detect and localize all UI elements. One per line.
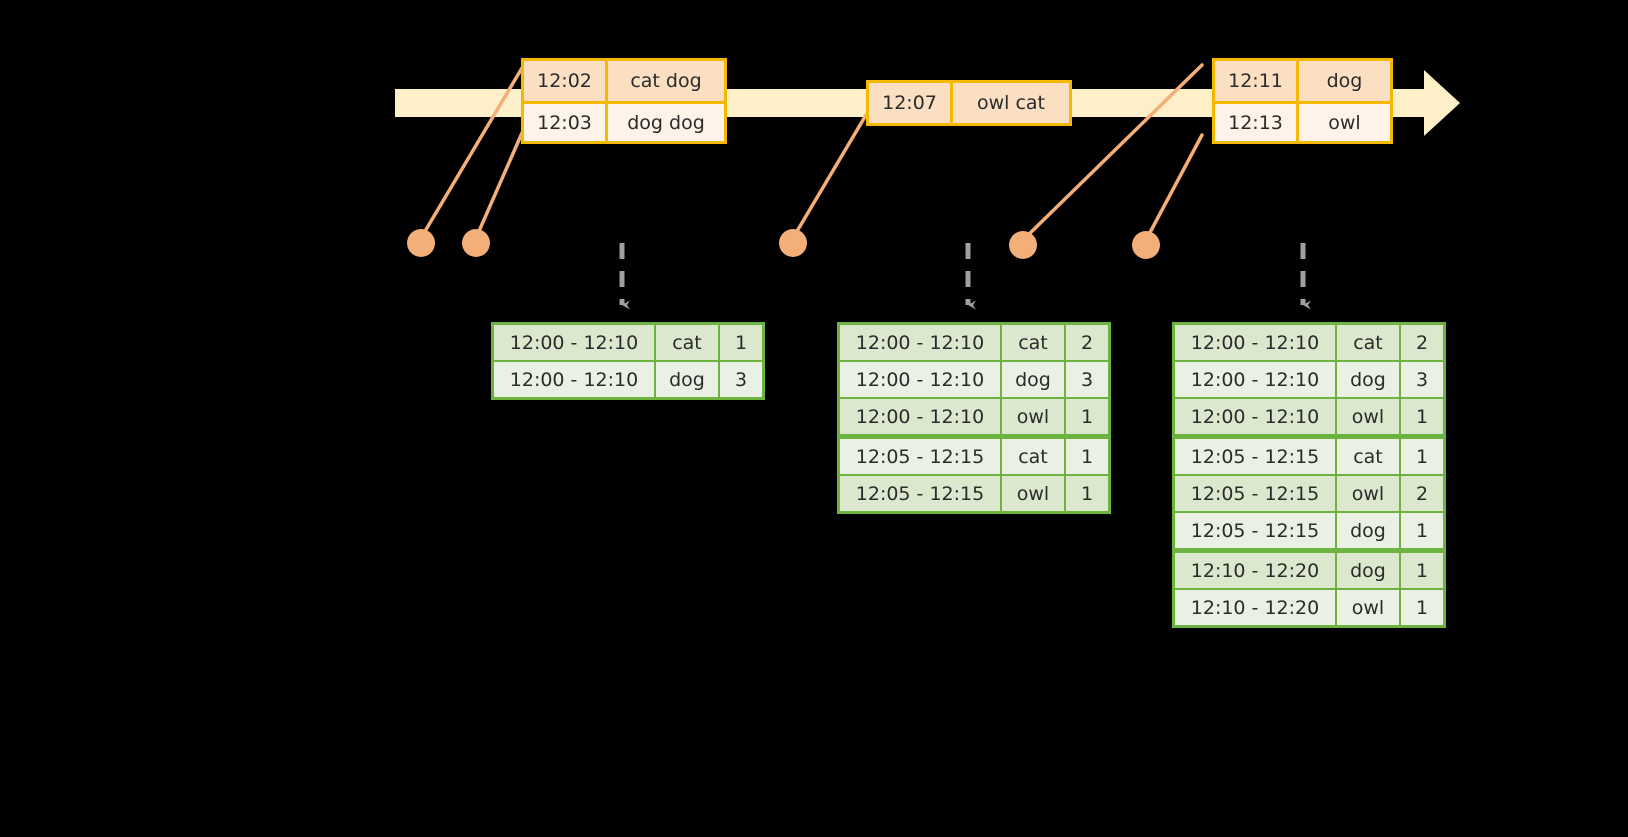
event-time: 12:11 xyxy=(1215,61,1299,101)
word-cell: owl xyxy=(1337,590,1399,625)
event-words: dog xyxy=(1299,61,1390,101)
count-cell: 1 xyxy=(1401,590,1443,625)
word-cell: cat xyxy=(1002,325,1064,360)
word-cell: cat xyxy=(656,325,718,360)
window-cell: 12:00 - 12:10 xyxy=(494,325,654,360)
event-dot-5 xyxy=(1132,231,1160,259)
count-cell: 3 xyxy=(1066,362,1108,397)
word-cell: dog xyxy=(656,362,718,397)
event-row[interactable]: 12:02 cat dog xyxy=(524,61,724,101)
count-cell: 1 xyxy=(1401,513,1443,548)
count-cell: 3 xyxy=(1401,362,1443,397)
count-cell: 3 xyxy=(720,362,762,397)
emit-arrows xyxy=(619,243,1311,310)
count-cell: 2 xyxy=(1066,325,1108,360)
event-box-3[interactable]: 12:11 dog 12:13 owl xyxy=(1212,58,1393,144)
window-cell: 12:05 - 12:15 xyxy=(1175,513,1335,548)
window-cell: 12:00 - 12:10 xyxy=(494,362,654,397)
window-cell: 12:05 - 12:15 xyxy=(840,439,1000,474)
word-cell: cat xyxy=(1002,439,1064,474)
window-cell: 12:00 - 12:10 xyxy=(1175,362,1335,397)
event-time: 12:07 xyxy=(869,83,953,123)
event-row[interactable]: 12:07 owl cat xyxy=(869,83,1069,123)
event-box-1[interactable]: 12:02 cat dog 12:03 dog dog xyxy=(521,58,727,144)
event-box-2[interactable]: 12:07 owl cat xyxy=(866,80,1072,126)
window-cell: 12:10 - 12:20 xyxy=(1175,553,1335,588)
word-cell: dog xyxy=(1337,513,1399,548)
window-cell: 12:00 - 12:10 xyxy=(840,399,1000,434)
window-cell: 12:05 - 12:15 xyxy=(1175,476,1335,511)
event-dots xyxy=(407,229,1160,259)
event-row[interactable]: 12:03 dog dog xyxy=(524,101,724,141)
event-dot-2 xyxy=(462,229,490,257)
event-time: 12:03 xyxy=(524,104,608,141)
event-words: cat dog xyxy=(608,61,724,101)
count-cell: 1 xyxy=(1401,439,1443,474)
word-cell: owl xyxy=(1002,476,1064,511)
count-cell: 1 xyxy=(1066,476,1108,511)
count-cell: 2 xyxy=(1401,325,1443,360)
event-time: 12:02 xyxy=(524,61,608,101)
word-cell: dog xyxy=(1337,553,1399,588)
event-time: 12:13 xyxy=(1215,104,1299,141)
count-cell: 1 xyxy=(1066,399,1108,434)
event-dot-1 xyxy=(407,229,435,257)
count-cell: 1 xyxy=(1401,553,1443,588)
event-words: owl xyxy=(1299,104,1390,141)
word-cell: dog xyxy=(1337,362,1399,397)
window-cell: 12:10 - 12:20 xyxy=(1175,590,1335,625)
event-dot-3 xyxy=(779,229,807,257)
window-cell: 12:00 - 12:10 xyxy=(1175,325,1335,360)
window-cell: 12:00 - 12:10 xyxy=(840,362,1000,397)
event-words: owl cat xyxy=(953,83,1069,123)
window-cell: 12:00 - 12:10 xyxy=(1175,399,1335,434)
count-cell: 1 xyxy=(1401,399,1443,434)
event-row[interactable]: 12:11 dog xyxy=(1215,61,1390,101)
event-words: dog dog xyxy=(608,104,724,141)
window-cell: 12:05 - 12:15 xyxy=(1175,439,1335,474)
word-cell: cat xyxy=(1337,439,1399,474)
word-cell: owl xyxy=(1002,399,1064,434)
count-cell: 2 xyxy=(1401,476,1443,511)
event-row[interactable]: 12:13 owl xyxy=(1215,101,1390,141)
word-cell: dog xyxy=(1002,362,1064,397)
window-cell: 12:05 - 12:15 xyxy=(840,476,1000,511)
window-cell: 12:00 - 12:10 xyxy=(840,325,1000,360)
count-cell: 1 xyxy=(720,325,762,360)
count-cell: 1 xyxy=(1066,439,1108,474)
word-cell: owl xyxy=(1337,476,1399,511)
word-cell: cat xyxy=(1337,325,1399,360)
event-dot-4 xyxy=(1009,231,1037,259)
word-cell: owl xyxy=(1337,399,1399,434)
